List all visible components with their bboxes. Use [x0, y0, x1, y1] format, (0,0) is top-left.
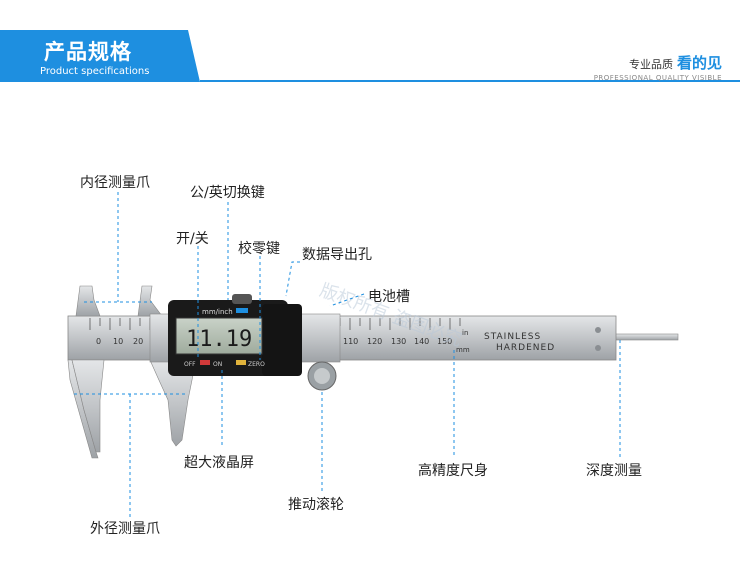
- callout-inner-jaw: 内径测量爪: [80, 175, 150, 191]
- brand-slogan: 专业品质看的见 PROFESSIONAL QUALITY VISIBLE: [594, 52, 722, 82]
- brand-prefix: 专业品质: [628, 58, 673, 71]
- sliding-inner-jaw: [137, 285, 163, 317]
- unit-switch-knob: [232, 294, 252, 304]
- lcd-screen: [175, 317, 263, 355]
- tick-label: 0: [96, 337, 101, 346]
- callout-unit-switch: 公/英切换键: [190, 185, 265, 201]
- fixed-inner-jaw: [75, 285, 101, 317]
- lcd-reading: 11.19: [186, 327, 252, 352]
- zero-button: [236, 360, 246, 365]
- off-label: OFF: [184, 361, 196, 368]
- header-banner: [0, 30, 188, 82]
- hardened-label: HARDENED: [496, 343, 555, 353]
- page-subtitle: Product specifications: [40, 66, 150, 77]
- callout-lcd: 超大液晶屏: [184, 455, 254, 471]
- callout-beam: 高精度尺身: [418, 463, 488, 479]
- tick-label: 10: [113, 337, 123, 346]
- unit-indicator: [236, 308, 248, 313]
- callout-power: 开/关: [176, 231, 209, 247]
- tick-label: 130: [391, 337, 406, 346]
- brand-emphasis: 看的见: [676, 54, 722, 72]
- tick-label: 140: [414, 337, 429, 346]
- callout-outer-jaw: 外径测量爪: [90, 521, 160, 537]
- rivet: [595, 345, 601, 351]
- rivet: [595, 327, 601, 333]
- callout-thumb-roller: 推动滚轮: [288, 497, 344, 513]
- tick-label: 150: [437, 337, 452, 346]
- page-title: 产品规格: [44, 40, 132, 64]
- on-label: ON: [213, 361, 222, 368]
- callout-data-port: 数据导出孔: [302, 247, 372, 263]
- display-housing-right: [262, 304, 302, 376]
- fixed-outer-jaw-body: [71, 359, 105, 453]
- callout-depth: 深度测量: [586, 463, 642, 479]
- brand-english: PROFESSIONAL QUALITY VISIBLE: [593, 74, 722, 82]
- tick-label: 20: [133, 337, 143, 346]
- callout-zero: 校零键: [238, 241, 280, 257]
- tick-label: 110: [343, 337, 358, 346]
- power-button: [200, 360, 210, 365]
- scale-in-label: in: [462, 329, 468, 337]
- stainless-label: STAINLESS: [484, 332, 541, 342]
- callout-lines: [74, 192, 621, 518]
- tick-label: 120: [367, 337, 382, 346]
- zero-label: ZERO: [248, 361, 265, 368]
- header-divider: [200, 80, 740, 82]
- unit-label: mm/inch: [202, 308, 233, 316]
- scale-mm-label: mm: [456, 346, 470, 354]
- callout-battery: 电池槽: [368, 289, 410, 305]
- thumb-roller-inner: [314, 368, 330, 384]
